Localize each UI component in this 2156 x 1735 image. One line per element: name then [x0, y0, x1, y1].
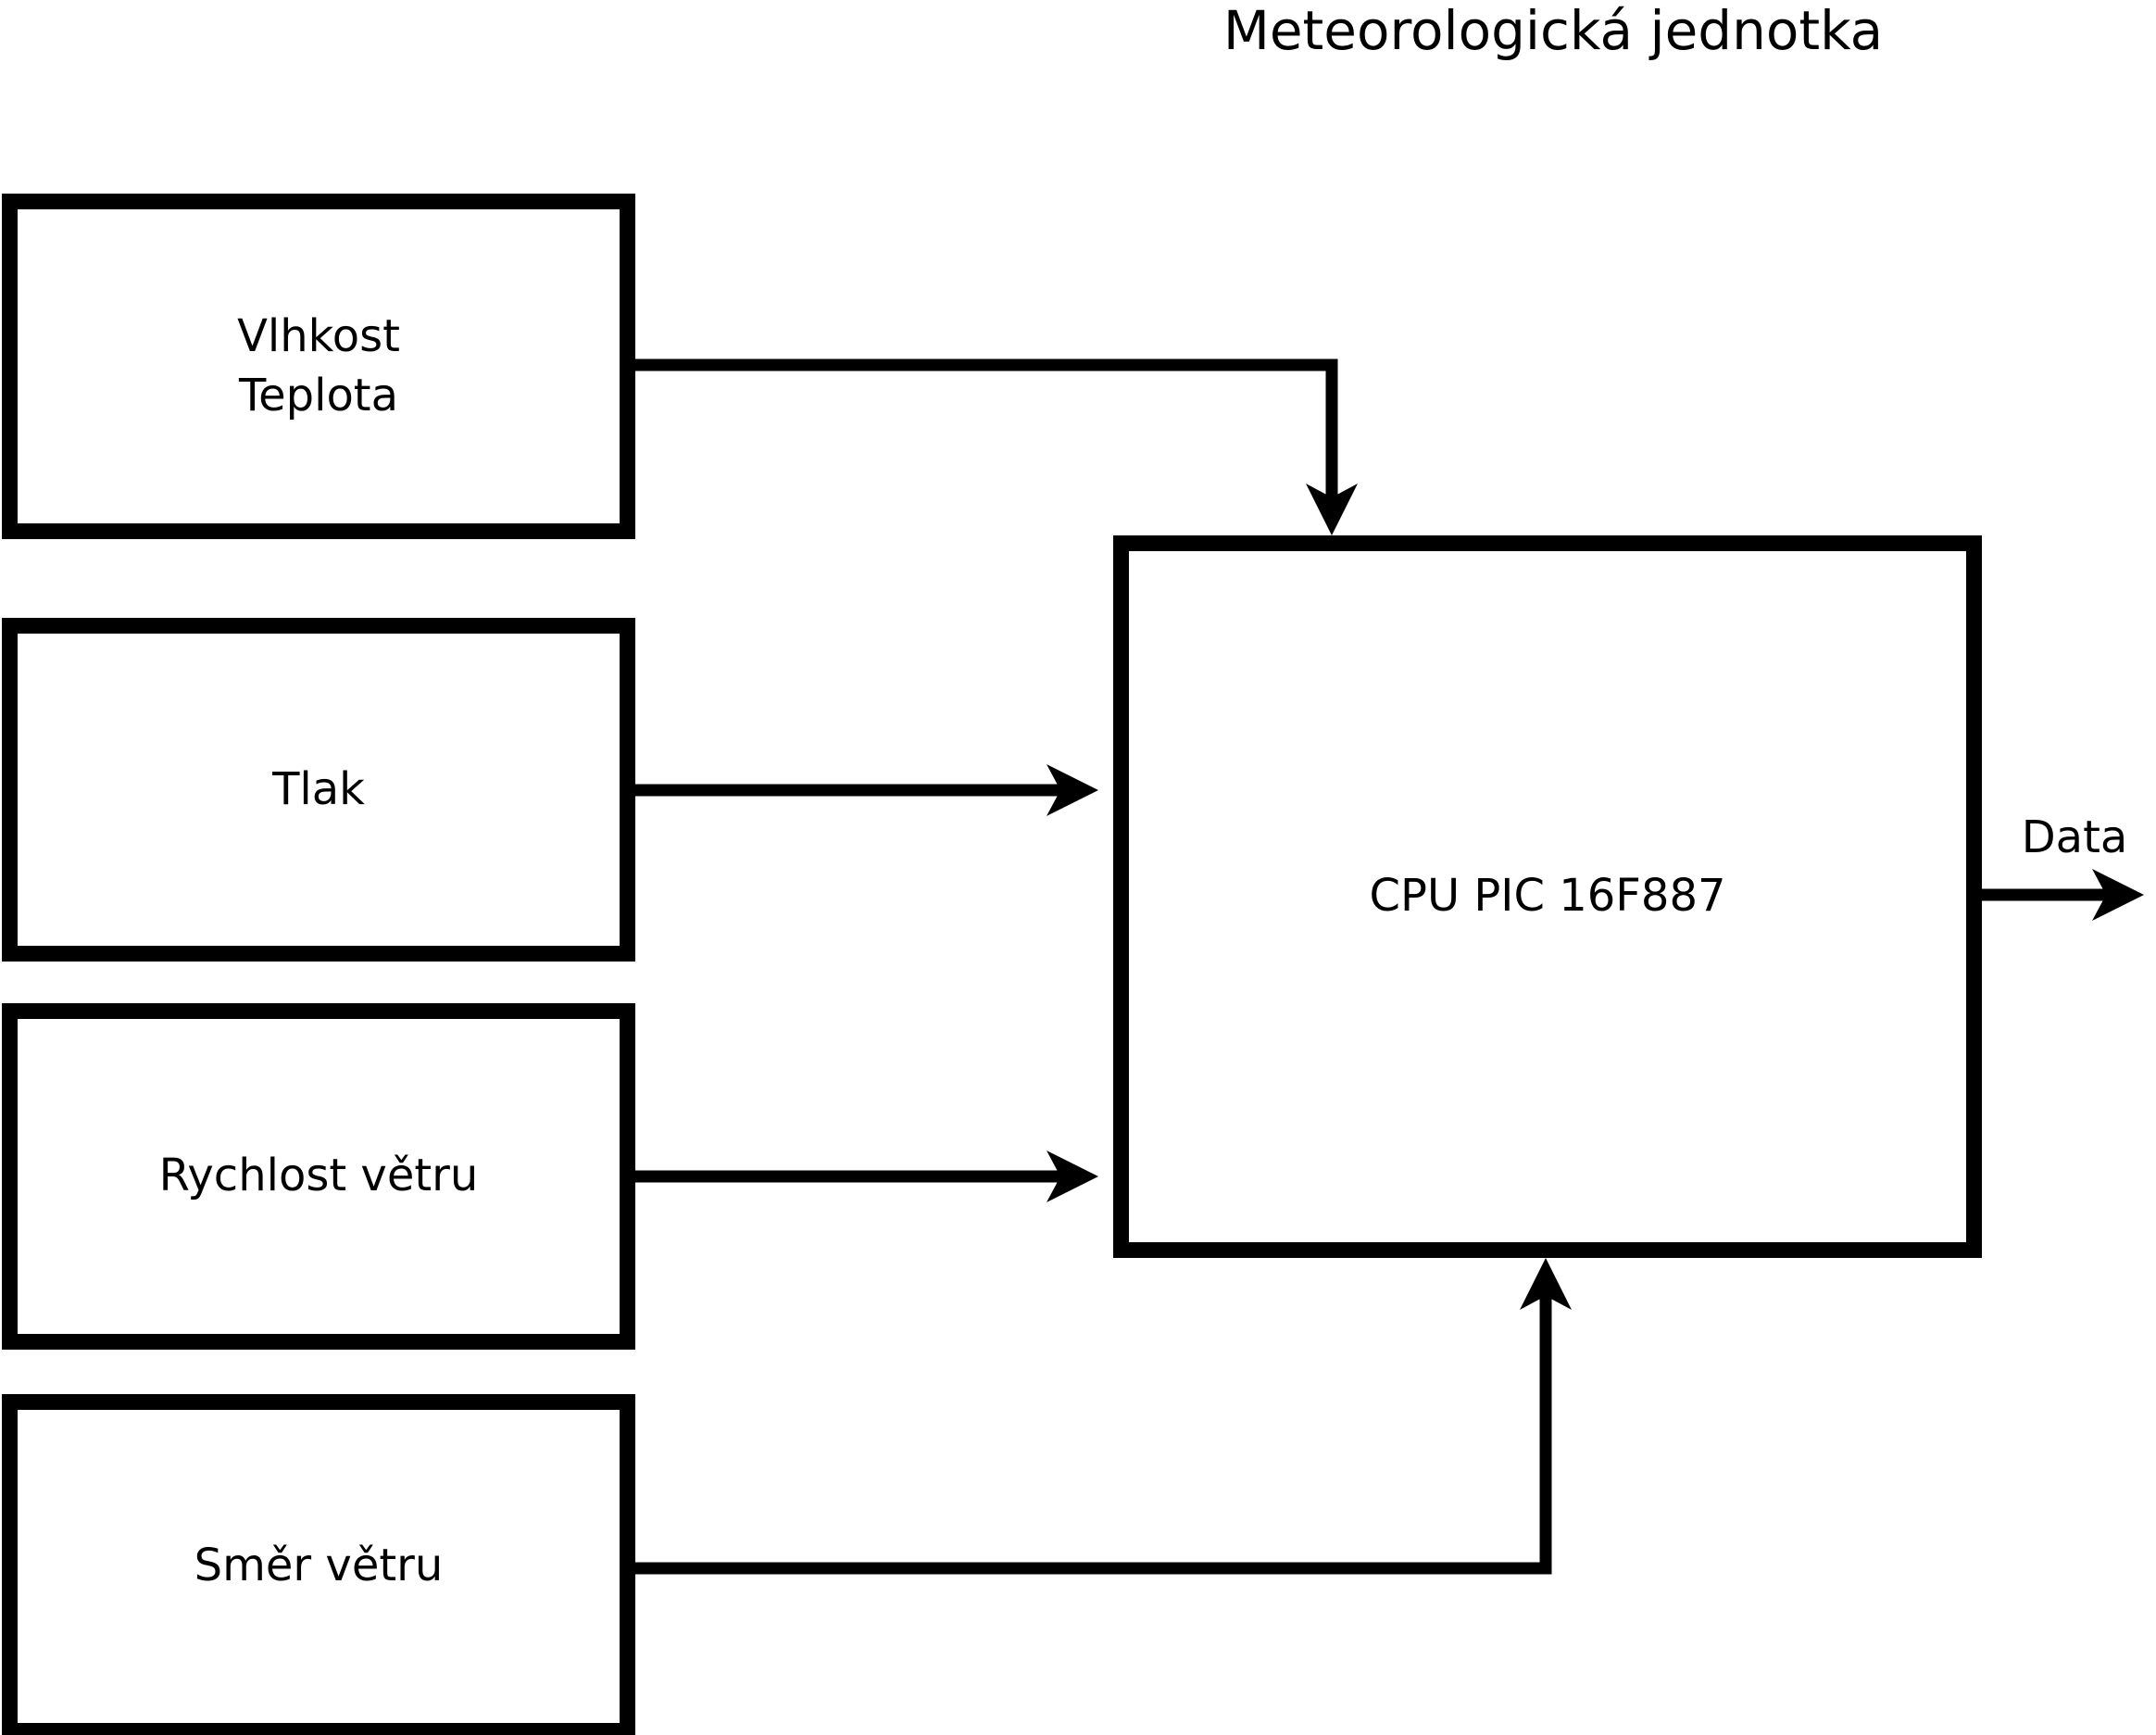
arrowhead-down-vlhkost-icon — [1306, 484, 1358, 535]
sensor-box-rychlost-vetru: Rychlost větru — [2, 1003, 635, 1350]
sensor-label-smer-vetru: Směr větru — [194, 1540, 444, 1592]
page-title: Meteorologická jednotka — [1222, 0, 1884, 62]
sensor-box-smer-vetru: Směr větru — [2, 1394, 635, 1735]
arrowhead-right-tlak-icon — [1047, 764, 1098, 816]
connector-vlhkost-to-cpu — [635, 358, 1338, 497]
sensor-label-tlak: Tlak — [272, 762, 365, 815]
sensor-box-vlhkost-teplota: Vlhkost Teplota — [2, 194, 635, 539]
sensor-label-rychlost-vetru: Rychlost větru — [158, 1150, 479, 1202]
arrowhead-right-rychlost-icon — [1047, 1150, 1098, 1202]
arrowhead-right-data-icon — [2092, 869, 2144, 921]
cpu-box: CPU PIC 16F887 — [1113, 535, 1982, 1258]
sensor-box-tlak: Tlak — [2, 618, 635, 962]
cpu-label: CPU PIC 16F887 — [1369, 870, 1726, 923]
sensor-label-vlhkost: Vlhkost — [237, 310, 400, 363]
connector-smer-to-cpu — [635, 1296, 1552, 1575]
data-output-label: Data — [2021, 811, 2128, 863]
sensor-label-teplota: Teplota — [238, 369, 399, 421]
arrowhead-up-smer-icon — [1520, 1258, 1572, 1310]
